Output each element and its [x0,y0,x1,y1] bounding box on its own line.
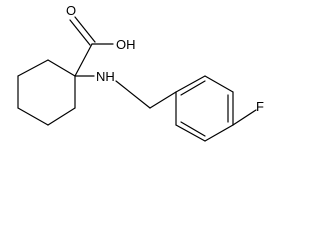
c-f-bond [232,109,257,126]
aryl-bond [175,124,206,142]
amine-nh-label: NH [96,69,115,84]
ring-bond [17,59,49,77]
cyclohexane-ring [17,59,76,126]
carboxylic-acid-group: O OH [66,3,136,77]
hydroxyl-label: OH [116,37,136,52]
ring-bond [17,107,49,126]
aryl-bond [204,124,234,142]
aryl-inner-double-bond [180,80,206,96]
ring-bond [47,59,76,77]
carbonyl-double-bond [69,19,91,46]
amine-linker: NH [74,69,177,109]
ring-bond [47,107,76,126]
aryl-bond [204,75,234,93]
fluorine-label: F [256,99,264,114]
fluorophenyl-ring: F [175,75,264,142]
chemical-structure: O OH NH F [17,3,264,142]
aryl-bond [175,75,206,93]
n-ch2-bond [115,80,151,109]
carbonyl-oxygen-label: O [66,3,76,18]
aryl-inner-double-bond [180,121,206,137]
carbonyl-double-bond [74,16,96,43]
ch2-aryl-bond [149,91,177,109]
c-cooh-bond [74,43,93,77]
